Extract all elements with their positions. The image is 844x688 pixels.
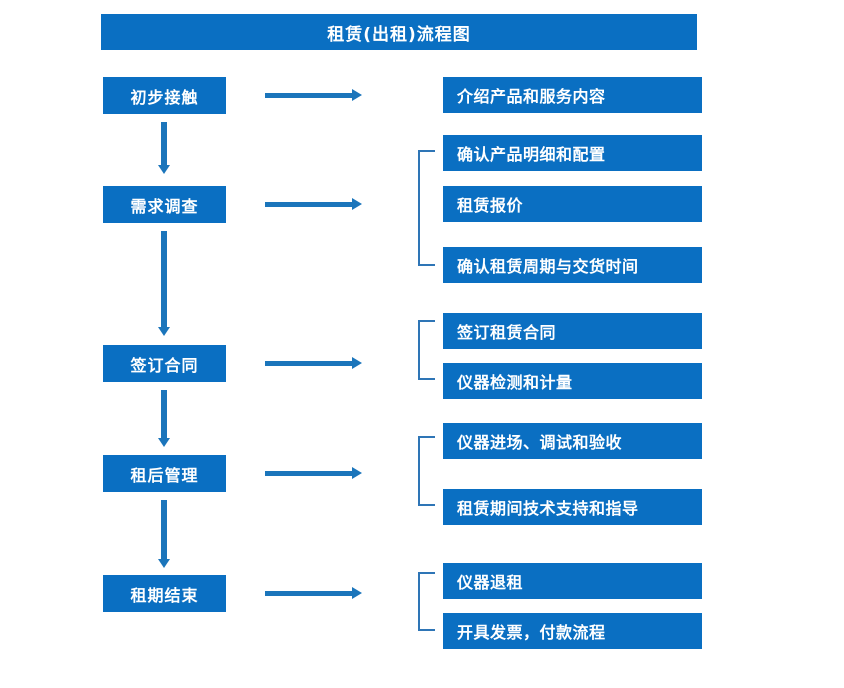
diagram-title: 租赁(出租)流程图	[101, 14, 697, 50]
stage-box-1[interactable]: 初步接触	[103, 77, 226, 114]
right-arrow-3	[265, 357, 362, 369]
right-arrow-2	[265, 198, 362, 210]
down-arrow-1	[158, 122, 170, 174]
detail-box-4[interactable]: 确认租赁周期与交货时间	[443, 247, 702, 283]
right-arrow-4	[265, 467, 362, 479]
down-arrow-2	[158, 231, 170, 336]
detail-box-6[interactable]: 仪器检测和计量	[443, 363, 702, 399]
detail-box-7[interactable]: 仪器进场、调试和验收	[443, 423, 702, 459]
group-bracket-4	[418, 572, 435, 631]
stage-box-5[interactable]: 租期结束	[103, 575, 226, 612]
group-bracket-3	[418, 436, 435, 506]
detail-box-1[interactable]: 介绍产品和服务内容	[443, 77, 702, 113]
right-arrow-5	[265, 587, 362, 599]
detail-box-10[interactable]: 开具发票，付款流程	[443, 613, 702, 649]
group-bracket-2	[418, 320, 435, 380]
stage-box-2[interactable]: 需求调查	[103, 186, 226, 223]
detail-box-2[interactable]: 确认产品明细和配置	[443, 135, 702, 171]
stage-box-4[interactable]: 租后管理	[103, 455, 226, 492]
detail-box-9[interactable]: 仪器退租	[443, 563, 702, 599]
right-arrow-1	[265, 89, 362, 101]
group-bracket-1	[418, 150, 435, 266]
stage-box-3[interactable]: 签订合同	[103, 345, 226, 382]
detail-box-3[interactable]: 租赁报价	[443, 186, 702, 222]
detail-box-8[interactable]: 租赁期间技术支持和指导	[443, 489, 702, 525]
down-arrow-3	[158, 390, 170, 447]
detail-box-5[interactable]: 签订租赁合同	[443, 313, 702, 349]
down-arrow-4	[158, 500, 170, 568]
